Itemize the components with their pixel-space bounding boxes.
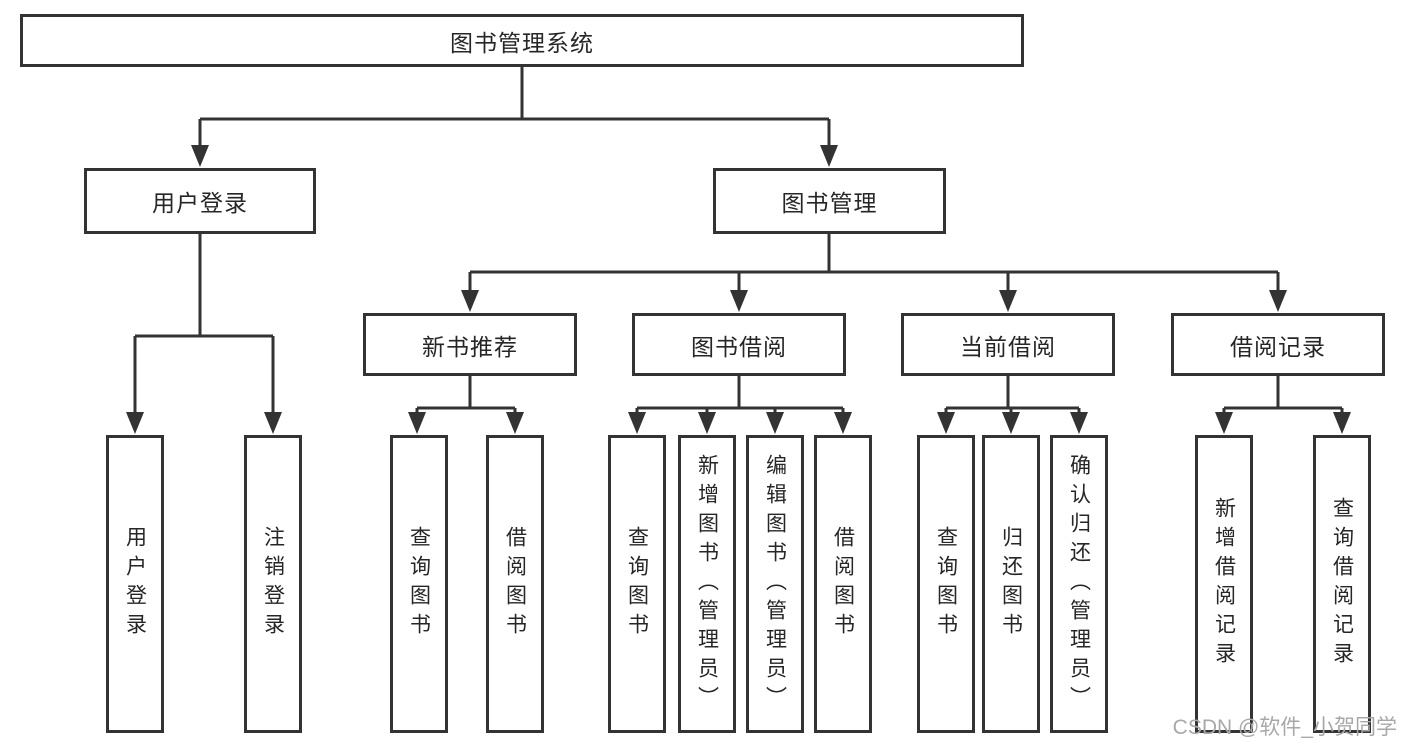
leaf-logout-label: 注销登录 [261, 526, 285, 642]
leaf-user-login-label: 用户登录 [123, 526, 147, 642]
leaf-add-book-admin: 新增图书（管理员） [678, 435, 736, 733]
leaf-return-book-label: 归还图书 [999, 526, 1023, 642]
csdn-watermark: CSDN @软件_小贺同学 [1172, 716, 1397, 739]
leaf-borrow-books-borrow: 借阅图书 [814, 435, 872, 733]
leaf-confirm-return-admin: 确认归还（管理员） [1050, 435, 1108, 733]
leaf-query-books-borrow-label: 查询图书 [625, 526, 649, 642]
node-root-system: 图书管理系统 [20, 14, 1024, 67]
leaf-borrow-books-newbooks-label: 借阅图书 [503, 526, 527, 642]
leaf-return-book: 归还图书 [982, 435, 1040, 733]
leaf-query-books-current: 查询图书 [917, 435, 975, 733]
leaf-query-books-current-label: 查询图书 [934, 526, 958, 642]
leaf-edit-book-admin: 编辑图书（管理员） [746, 435, 804, 733]
node-user-login-label: 用户登录 [152, 190, 248, 216]
node-book-management-label: 图书管理 [781, 190, 878, 216]
node-borrow-records-label: 借阅记录 [1230, 333, 1326, 360]
node-current-borrow-label: 当前借阅 [960, 333, 1056, 360]
leaf-edit-book-admin-label: 编辑图书（管理员） [763, 453, 787, 715]
node-current-borrow: 当前借阅 [901, 313, 1115, 376]
node-new-book-recommend: 新书推荐 [363, 313, 577, 376]
node-book-borrow: 图书借阅 [632, 313, 846, 376]
leaf-borrow-books-borrow-label: 借阅图书 [831, 526, 855, 642]
leaf-borrow-books-newbooks: 借阅图书 [486, 435, 544, 733]
leaf-add-book-admin-label: 新增图书（管理员） [695, 453, 719, 715]
leaf-logout: 注销登录 [244, 435, 302, 733]
leaf-query-borrow-record: 查询借阅记录 [1313, 435, 1371, 733]
leaf-query-books-newbooks-label: 查询图书 [407, 526, 431, 642]
leaf-user-login: 用户登录 [106, 435, 164, 733]
leaf-query-borrow-record-label: 查询借阅记录 [1330, 497, 1354, 671]
leaf-add-borrow-record-label: 新增借阅记录 [1212, 497, 1236, 671]
tree-trunk-lines [135, 67, 1342, 410]
node-borrow-records: 借阅记录 [1171, 313, 1385, 376]
node-root-label: 图书管理系统 [450, 29, 594, 56]
leaf-confirm-return-admin-label: 确认归还（管理员） [1067, 453, 1091, 715]
leaf-add-borrow-record: 新增借阅记录 [1195, 435, 1253, 733]
leaf-query-books-borrow: 查询图书 [608, 435, 666, 733]
node-book-borrow-label: 图书借阅 [691, 333, 787, 360]
leaf-query-books-newbooks: 查询图书 [390, 435, 448, 733]
node-new-book-recommend-label: 新书推荐 [422, 333, 518, 360]
node-user-login: 用户登录 [84, 168, 316, 234]
node-book-management: 图书管理 [713, 168, 946, 234]
